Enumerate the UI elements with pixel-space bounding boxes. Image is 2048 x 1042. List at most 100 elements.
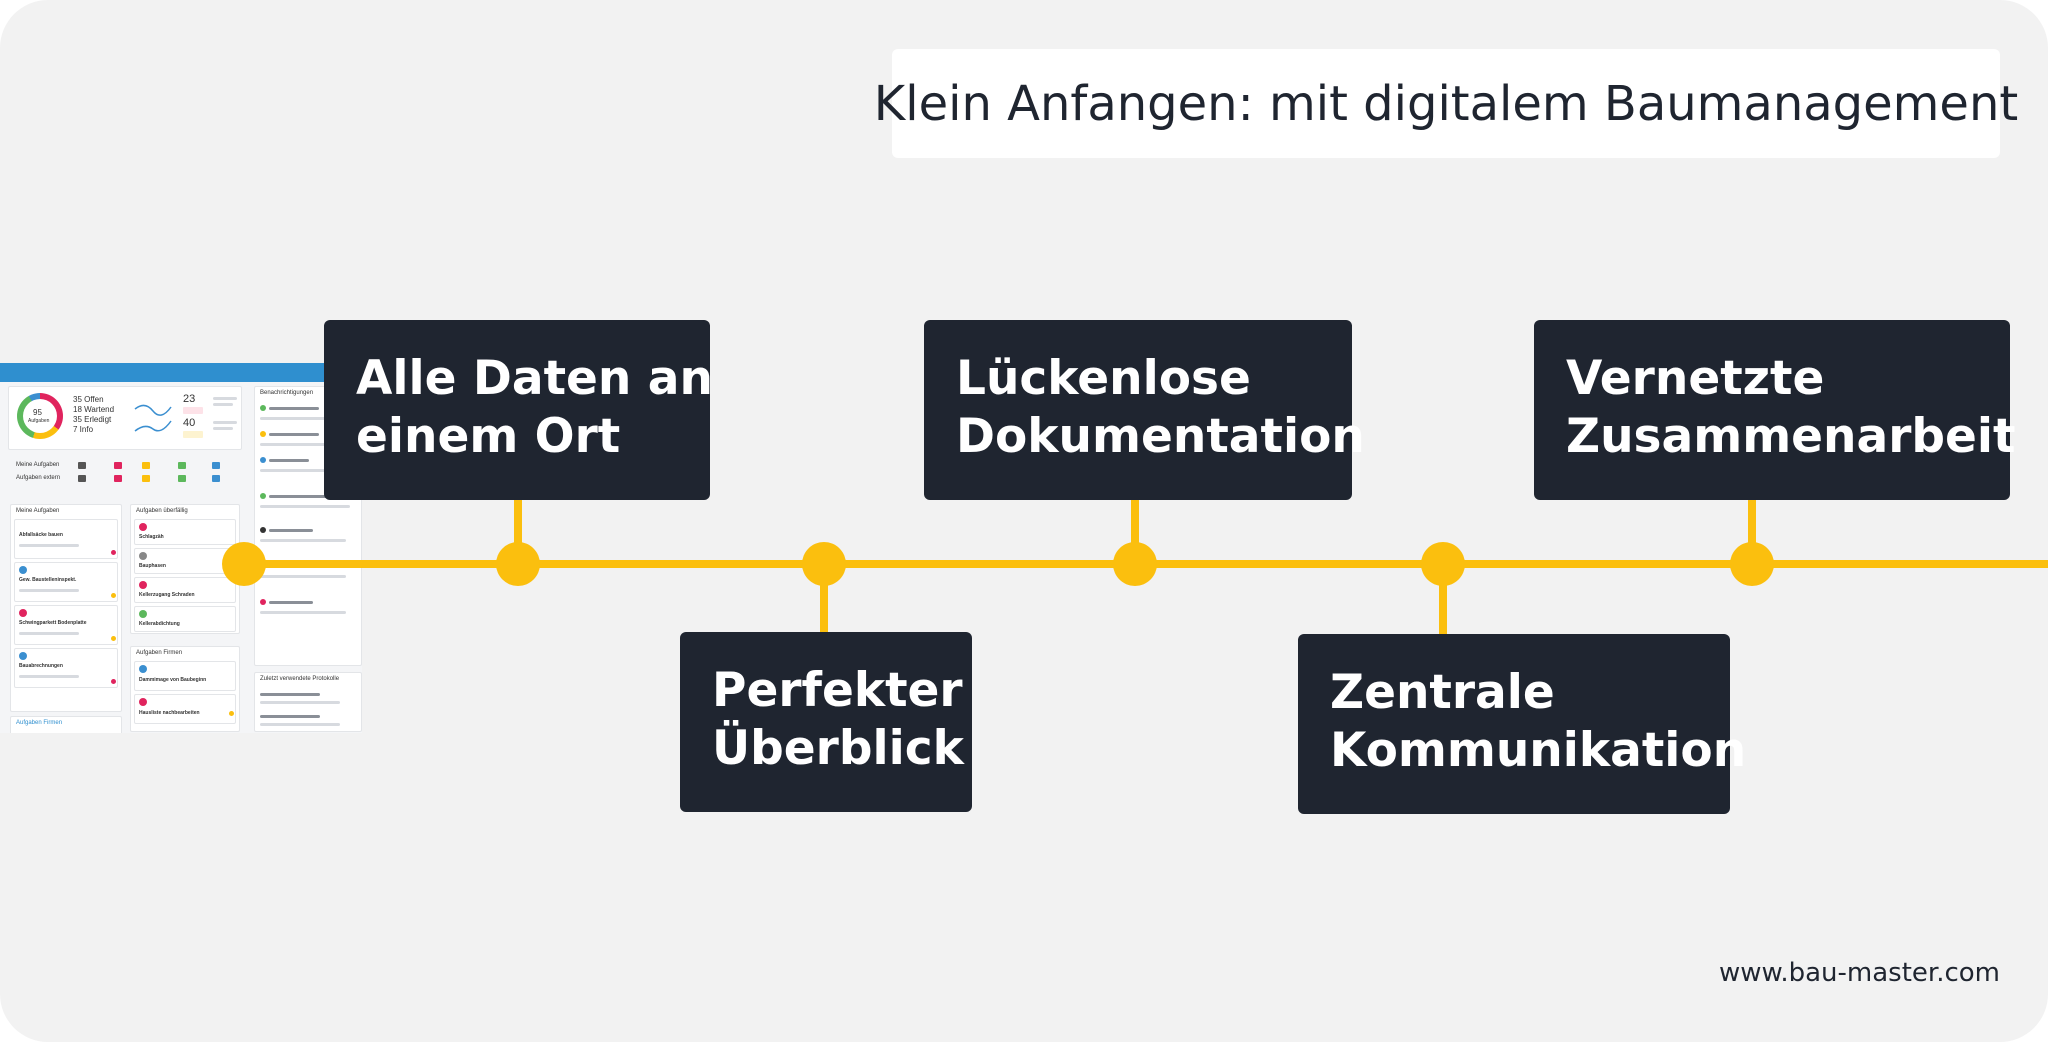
milestone-dot <box>496 542 540 586</box>
notification-line <box>260 539 346 542</box>
waiting-chip <box>142 475 150 482</box>
avatar <box>19 566 27 574</box>
app-header-bar <box>0 363 362 382</box>
task-title: Bauabrechnungen <box>19 663 63 669</box>
milestone-connector <box>1439 564 1447 636</box>
count-chip <box>78 475 86 482</box>
priority-dot <box>229 711 234 716</box>
stat-done: 35 Erledigt <box>73 415 112 424</box>
milestone-dot <box>1113 542 1157 586</box>
metric-2-badge <box>183 431 203 438</box>
overdue-column: Aufgaben überfällig Schlagzäh Bauphasen … <box>130 504 240 634</box>
notification-line <box>260 469 344 472</box>
notification-status-icon <box>260 457 266 463</box>
task-title: Gew. Baustelleninspekt. <box>19 577 77 583</box>
timeline-start-dot <box>222 542 266 586</box>
metric-2-text <box>213 421 237 424</box>
avatar <box>19 609 27 617</box>
app-dashboard: 95 Aufgaben 35 Offen 18 Wartend 35 Erled… <box>0 382 362 733</box>
notification-line <box>260 505 350 508</box>
task-title: Hausliste nachbearbeiten <box>139 710 200 716</box>
stat-waiting: 18 Wartend <box>73 405 115 414</box>
notification-line <box>269 459 309 462</box>
priority-dot <box>111 593 116 598</box>
notification-line <box>269 601 313 604</box>
task-card[interactable]: Bauabrechnungen <box>14 648 118 688</box>
open-chip <box>114 462 122 469</box>
milestone-line-1: Perfekter <box>712 663 963 718</box>
avatar <box>139 610 147 618</box>
task-card[interactable]: Abfallsäcke bauen <box>14 519 118 559</box>
notification-status-icon <box>260 493 266 499</box>
milestone-dot <box>1730 542 1774 586</box>
count-chip <box>78 462 86 469</box>
priority-dot <box>111 679 116 684</box>
companies-column: Aufgaben Firmen Dammimage von Baubeginn … <box>130 646 240 732</box>
milestone-line-1: Zentrale <box>1330 665 1555 720</box>
task-title: Dammimage von Baubeginn <box>139 677 207 683</box>
milestone-card-collaboration: Vernetzte Zusammenarbeit <box>1534 320 2016 500</box>
avatar <box>139 581 147 589</box>
notification-status-icon <box>260 527 266 533</box>
milestone-line-1: Lückenlose <box>956 351 1251 406</box>
milestone-card-communication: Zentrale Kommunikation <box>1298 634 1747 814</box>
milestone-card-documentation: Lückenlose Dokumentation <box>924 320 1365 500</box>
milestone-card-overview: Perfekter Überblick <box>680 632 972 812</box>
metric-2: 40 <box>183 417 196 429</box>
column-title: Aufgaben Firmen <box>16 720 63 726</box>
task-meta <box>19 632 79 635</box>
task-card[interactable]: Kellerzugang Schraden <box>134 577 236 603</box>
task-card[interactable]: Dammimage von Baubeginn <box>134 661 236 691</box>
milestone-line-2: Zusammenarbeit <box>1566 409 2016 464</box>
notification-line <box>260 443 350 446</box>
website-url[interactable]: www.bau-master.com <box>1718 958 2000 988</box>
task-card[interactable]: Schlagzäh <box>134 519 236 545</box>
my-tasks-column: Meine Aufgaben Abfallsäcke bauen Gew. Ba… <box>10 504 122 712</box>
task-meta <box>19 589 79 592</box>
task-meta <box>19 544 79 547</box>
milestone-connector <box>1748 498 1756 564</box>
milestone-line-2: Kommunikation <box>1330 723 1747 778</box>
task-card[interactable]: Bauphasen <box>134 548 236 574</box>
info-chip <box>212 475 220 482</box>
task-card[interactable]: Gew. Baustelleninspekt. <box>14 562 118 602</box>
row-my-tasks-label: Meine Aufgaben <box>16 462 60 468</box>
stat-info: 7 Info <box>73 425 94 434</box>
notification-status-icon <box>260 405 266 411</box>
protocol-line <box>260 723 340 726</box>
avatar <box>19 652 27 660</box>
column-title: Aufgaben überfällig <box>136 508 188 514</box>
stats-panel: 95 Aufgaben 35 Offen 18 Wartend 35 Erled… <box>8 386 242 450</box>
protocol-line <box>260 693 320 696</box>
notification-line <box>269 407 319 410</box>
task-title: Schlagzäh <box>139 534 164 540</box>
task-title: Bauphasen <box>139 563 166 569</box>
protocol-line <box>260 715 320 718</box>
task-title: Kellerzugang Schraden <box>139 592 195 598</box>
task-title: Schwingparkett Bodenplatte <box>19 620 87 626</box>
milestone-connector <box>514 498 522 564</box>
done-chip <box>178 462 186 469</box>
companies-column-collapsed[interactable]: Aufgaben Firmen <box>10 716 122 733</box>
slide-title: Klein Anfangen: mit digitalem Baumanagem… <box>874 49 2018 158</box>
panel-title: Benachrichtigungen <box>260 390 314 396</box>
milestone-line-1: Vernetzte <box>1566 351 1825 406</box>
notification-status-icon <box>260 599 266 605</box>
app-screenshot: 95 Aufgaben 35 Offen 18 Wartend 35 Erled… <box>0 363 362 733</box>
milestone-line-2: Überblick <box>712 721 964 776</box>
notification-line <box>260 417 340 420</box>
notification-line <box>269 495 329 498</box>
task-title: Kellerabdichtung <box>139 621 180 627</box>
metric-1-text <box>213 403 233 406</box>
task-card[interactable]: Kellerabdichtung <box>134 606 236 632</box>
priority-dot <box>111 550 116 555</box>
notification-line <box>269 433 319 436</box>
milestone-dot <box>802 542 846 586</box>
metric-2-text <box>213 427 233 430</box>
donut-label: Aufgaben <box>28 418 50 424</box>
task-card[interactable]: Hausliste nachbearbeiten <box>134 694 236 724</box>
task-card[interactable]: Schwingparkett Bodenplatte <box>14 605 118 645</box>
task-meta <box>19 675 79 678</box>
avatar <box>139 698 147 706</box>
